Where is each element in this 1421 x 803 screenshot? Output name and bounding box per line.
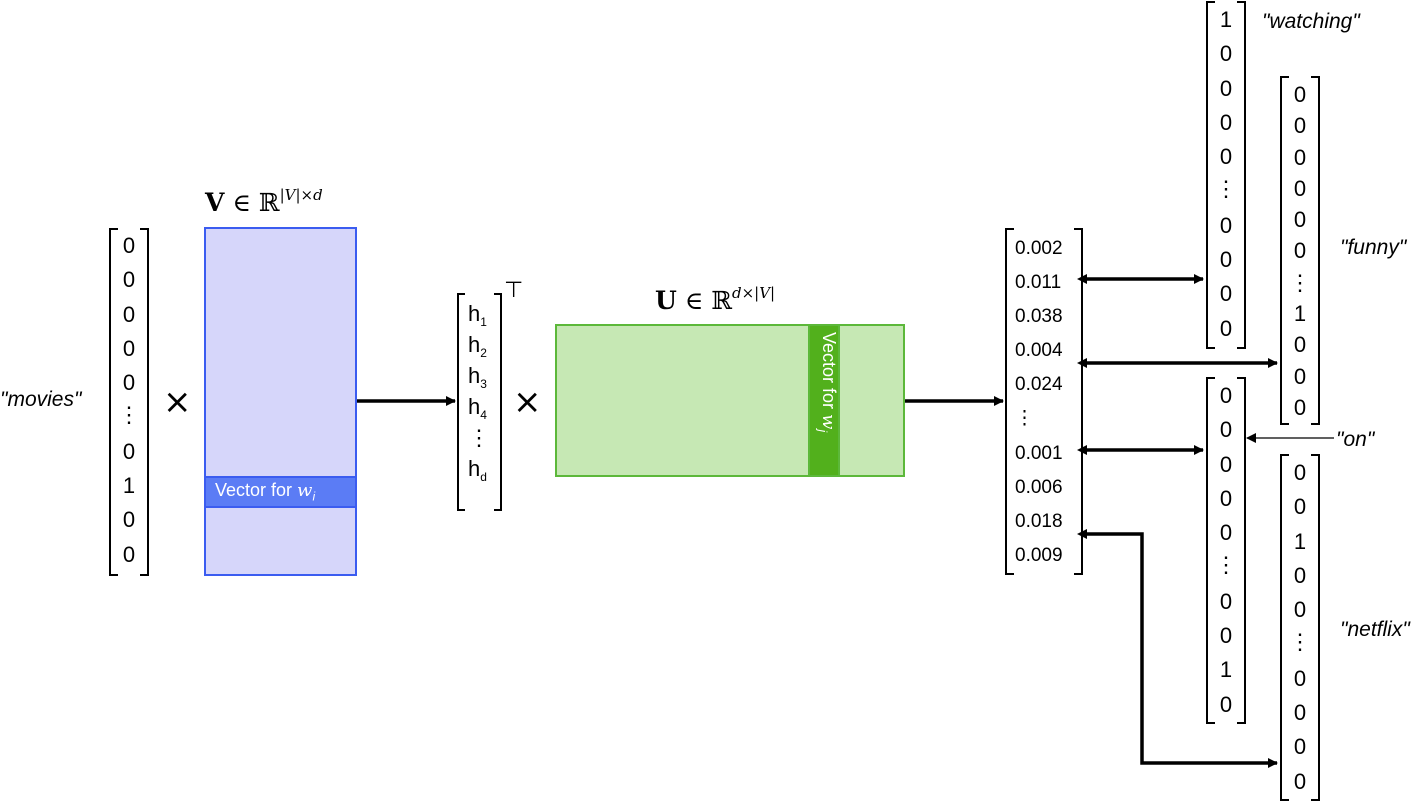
input-one-hot-vector: 0 0 0 0 0 ⋮ 0 1 0 0 bbox=[112, 229, 146, 572]
context-vector-entry: 0 bbox=[1293, 597, 1307, 623]
context-vector-entry: 0 bbox=[1293, 363, 1307, 389]
input-vector-entry: 0 bbox=[122, 438, 136, 464]
context-vector-entry: 0 bbox=[1293, 144, 1307, 170]
hidden-entry: h1 bbox=[468, 301, 487, 329]
output-prob-entry: 0.009 bbox=[1015, 544, 1063, 566]
output-prob-entry: 0.006 bbox=[1015, 476, 1063, 498]
input-vector-entry: 0 bbox=[122, 267, 136, 293]
context-vector-entry: 0 bbox=[1219, 691, 1233, 717]
context-vector-entry: 0 bbox=[1293, 700, 1307, 726]
hidden-entry: h3 bbox=[468, 363, 487, 391]
input-vector-entry: 0 bbox=[122, 370, 136, 396]
output-prob-entry: ⋮ bbox=[1015, 408, 1034, 430]
context-vector-entry: ⋮ bbox=[1215, 552, 1237, 578]
context-vector-entry: 1 bbox=[1293, 301, 1307, 327]
context-vector-entry: 0 bbox=[1293, 332, 1307, 358]
context-vector-entry: 0 bbox=[1293, 494, 1307, 520]
arrow-output-netflix bbox=[1077, 529, 1278, 768]
output-prob-entry: 0.038 bbox=[1015, 306, 1063, 328]
context-vector-entry: 0 bbox=[1293, 562, 1307, 588]
context-vector-entry: 0 bbox=[1293, 238, 1307, 264]
context-vector-entry: 0 bbox=[1219, 109, 1233, 135]
watching-one-hot-vector: 1 0 0 0 0 ⋮ 0 0 0 0 bbox=[1209, 3, 1243, 346]
u-column-label: Vector for wj bbox=[815, 332, 839, 433]
context-vector-entry: 0 bbox=[1293, 394, 1307, 420]
watching-label: "watching" bbox=[1262, 10, 1360, 33]
context-vector-entry: 0 bbox=[1219, 144, 1233, 170]
context-vector-entry: 0 bbox=[1219, 315, 1233, 341]
output-prob-entry: 0.001 bbox=[1015, 442, 1063, 464]
netflix-label: "netflix" bbox=[1340, 618, 1410, 641]
multiply-symbol-2: × bbox=[513, 382, 542, 422]
context-vector-entry: ⋮ bbox=[1289, 629, 1311, 655]
output-prob-entry: 0.018 bbox=[1015, 510, 1063, 532]
u-matrix-highlight-column bbox=[808, 324, 840, 477]
context-vector-entry: 0 bbox=[1293, 460, 1307, 485]
output-prob-entry: 0.011 bbox=[1015, 272, 1062, 294]
context-vector-entry: 0 bbox=[1219, 451, 1233, 477]
u-matrix-title: U ∈ ℝd×|V| bbox=[655, 284, 776, 315]
context-vector-entry: ⋮ bbox=[1289, 269, 1311, 295]
input-vector-entry: 1 bbox=[122, 473, 136, 499]
input-word-label: "movies" bbox=[0, 388, 82, 411]
hidden-entry: ⋮ bbox=[468, 425, 490, 450]
v-matrix-highlight-row bbox=[204, 476, 357, 508]
context-vector-entry: 0 bbox=[1293, 175, 1307, 201]
context-vector-entry: 0 bbox=[1219, 247, 1233, 273]
context-vector-entry: 0 bbox=[1293, 113, 1307, 139]
multiply-symbol-1: × bbox=[163, 382, 192, 422]
output-prob-entry: 0.002 bbox=[1015, 238, 1063, 259]
hidden-entry: h4 bbox=[468, 394, 487, 422]
input-vector-entry: ⋮ bbox=[118, 402, 140, 428]
context-vector-entry: 0 bbox=[1219, 520, 1233, 546]
input-vector-entry: 0 bbox=[122, 541, 136, 567]
context-vector-entry: 0 bbox=[1219, 623, 1233, 649]
netflix-vector-brackets bbox=[1280, 454, 1320, 801]
transpose-symbol: ⊤ bbox=[504, 278, 524, 303]
output-prob-entry: 0.004 bbox=[1015, 340, 1063, 362]
netflix-one-hot-vector: 0 0 1 0 0 ⋮ 0 0 0 0 bbox=[1283, 456, 1317, 799]
funny-vector-brackets bbox=[1280, 76, 1320, 425]
output-probability-vector: 0.002 0.011 0.038 0.004 0.024 ⋮ 0.001 0.006 0.01… bbox=[1015, 232, 1077, 573]
context-vector-entry: 0 bbox=[1219, 383, 1233, 408]
context-vector-entry: 0 bbox=[1219, 485, 1233, 511]
hidden-vector-brackets bbox=[457, 293, 502, 511]
context-vector-entry: 0 bbox=[1219, 41, 1233, 67]
on-one-hot-vector: 0 0 0 0 0 ⋮ 0 0 1 0 bbox=[1209, 379, 1243, 722]
v-matrix-title: V ∈ ℝ|V|×d bbox=[205, 186, 323, 217]
hidden-vector: h1 h2 h3 h4 ⋮ hd bbox=[468, 298, 498, 484]
context-vector-entry: 0 bbox=[1293, 665, 1307, 691]
v-matrix bbox=[204, 227, 357, 576]
context-vector-entry: 0 bbox=[1293, 207, 1307, 233]
u-matrix bbox=[555, 324, 905, 477]
context-vector-entry: 0 bbox=[1293, 82, 1307, 107]
context-vector-entry: 0 bbox=[1219, 212, 1233, 238]
input-vector-entry: 0 bbox=[122, 233, 136, 258]
context-vector-entry: 0 bbox=[1219, 588, 1233, 614]
input-vector-brackets bbox=[109, 228, 149, 576]
context-vector-entry: 1 bbox=[1219, 657, 1233, 683]
context-vector-entry: 0 bbox=[1219, 417, 1233, 443]
context-vector-entry: 1 bbox=[1293, 528, 1307, 554]
v-row-label: Vector for wi bbox=[215, 480, 316, 504]
watching-vector-brackets bbox=[1206, 1, 1246, 349]
funny-label: "funny" bbox=[1340, 236, 1407, 259]
hidden-entry: h2 bbox=[468, 332, 487, 360]
hidden-entry: hd bbox=[468, 456, 487, 484]
context-vector-entry: 0 bbox=[1293, 734, 1307, 760]
context-vector-entry: 1 bbox=[1219, 7, 1233, 32]
input-vector-entry: 0 bbox=[122, 301, 136, 327]
context-vector-entry: 0 bbox=[1293, 768, 1307, 794]
output-prob-entry: 0.024 bbox=[1015, 374, 1063, 396]
context-vector-entry: 0 bbox=[1219, 281, 1233, 307]
context-vector-entry: ⋮ bbox=[1215, 176, 1237, 202]
input-vector-entry: 0 bbox=[122, 507, 136, 533]
input-vector-entry: 0 bbox=[122, 335, 136, 361]
on-label: "on" bbox=[1336, 428, 1375, 451]
context-vector-entry: 0 bbox=[1219, 75, 1233, 101]
funny-one-hot-vector: 0 0 0 0 0 0 ⋮ 1 0 0 0 bbox=[1283, 79, 1317, 423]
